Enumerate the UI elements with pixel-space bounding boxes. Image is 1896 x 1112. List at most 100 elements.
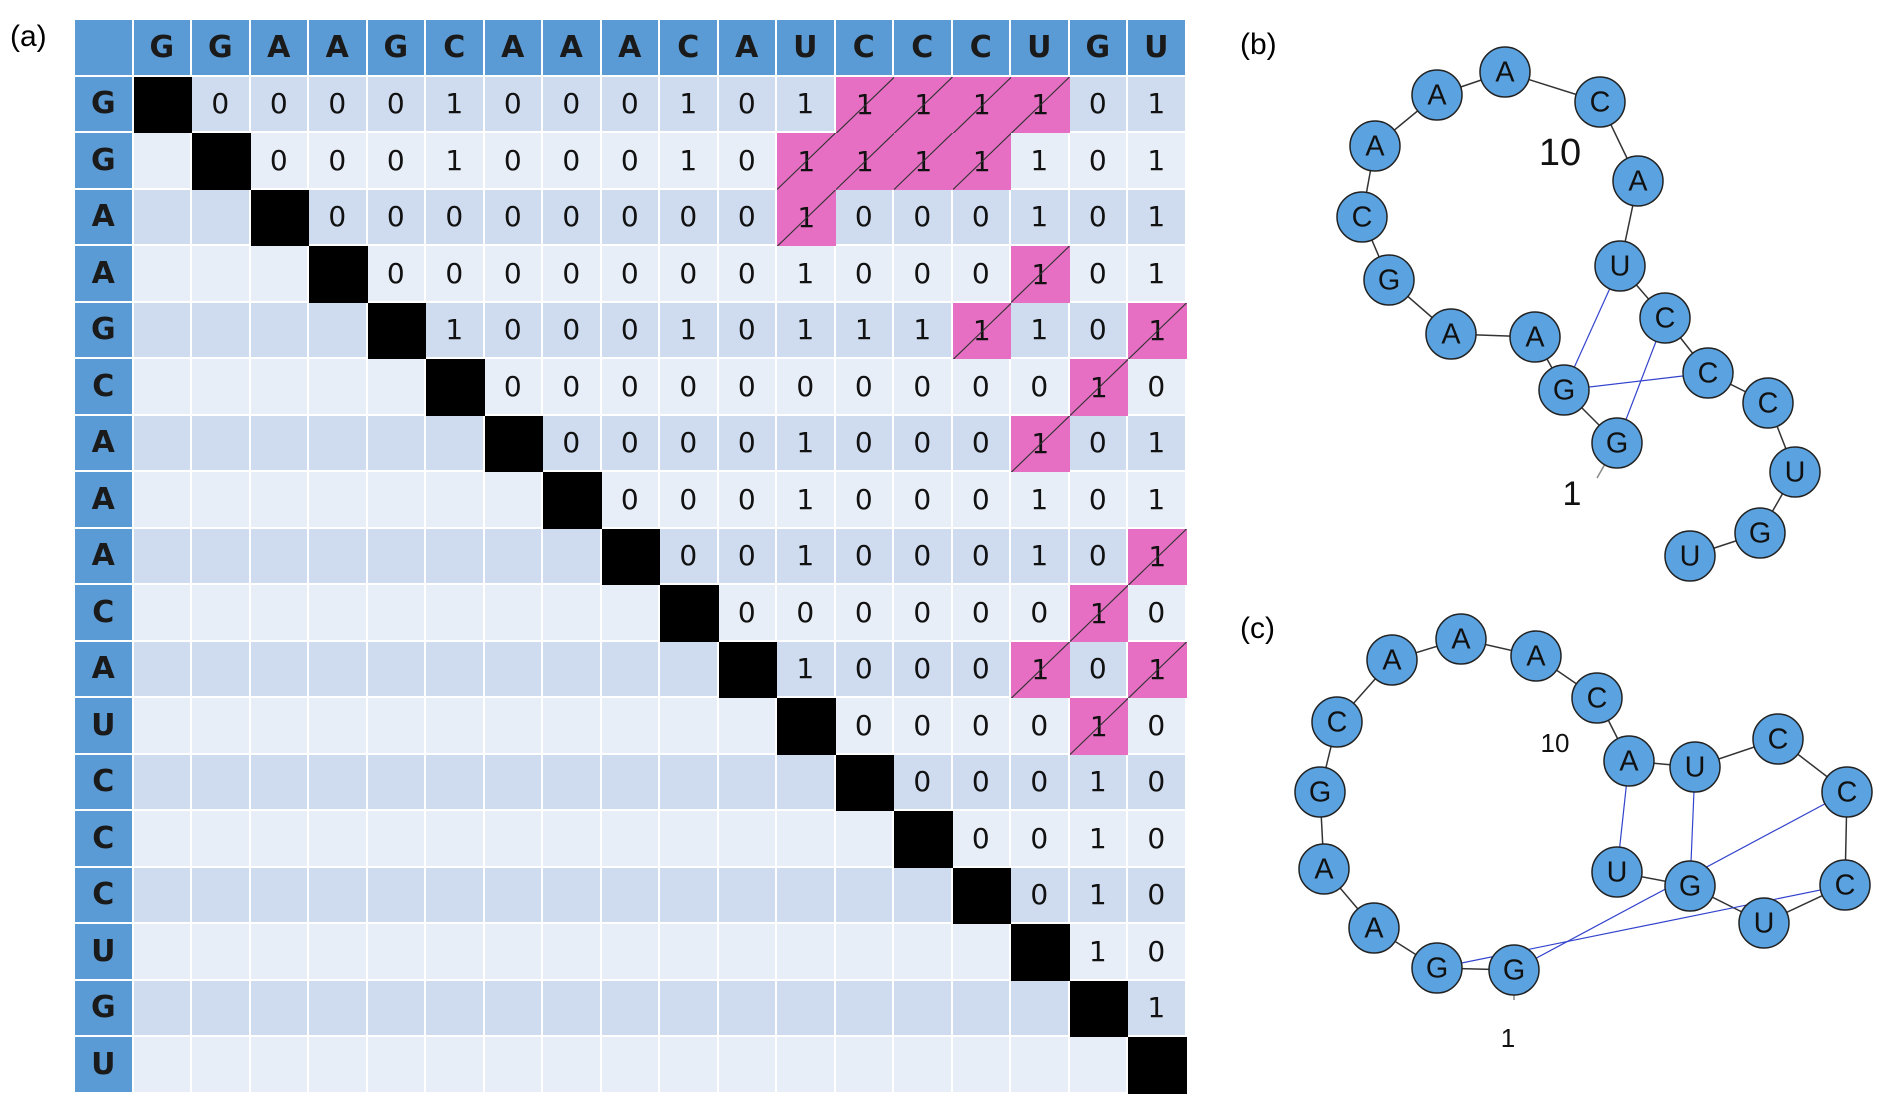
matrix-cell [894, 867, 953, 924]
matrix-cell [718, 867, 777, 924]
c-nucleotide-node [1298, 843, 1350, 895]
matrix-cell: 1 [1011, 528, 1070, 585]
b-nucleotide-label: G [1749, 518, 1771, 550]
column-header: C [660, 20, 719, 77]
matrix-cell [660, 811, 719, 868]
matrix-cell [484, 585, 543, 642]
c-nucleotide-label: A [1364, 913, 1384, 945]
c-nucleotide-node [1488, 944, 1540, 996]
matrix-cell: 0 [1011, 811, 1070, 868]
b-nucleotide-label: G [1606, 428, 1628, 460]
matrix-cell [250, 528, 309, 585]
matrix-cell [952, 1037, 1011, 1094]
matrix-cell: 0 [1128, 754, 1187, 811]
matrix-cell [426, 867, 485, 924]
matrix-cell: 0 [835, 189, 894, 246]
matrix-cell: 1 [426, 76, 485, 133]
matrix-cell [835, 980, 894, 1037]
matrix-cell [192, 585, 251, 642]
matrix-cell: 0 [660, 415, 719, 472]
column-header: A [601, 20, 660, 77]
matrix-cell: 0 [1069, 302, 1128, 359]
matrix-cell: 0 [192, 76, 251, 133]
matrix-cell: 0 [309, 76, 368, 133]
matrix-cell [543, 980, 602, 1037]
matrix-cell: 0 [484, 76, 543, 133]
matrix-cell: 0 [952, 359, 1011, 416]
matrix-cell [192, 811, 251, 868]
matrix-cell [484, 641, 543, 698]
matrix-cell: 0 [367, 133, 426, 190]
matrix-cell: 0 [718, 415, 777, 472]
c-nucleotide-label: G [1679, 871, 1701, 903]
c-nucleotide-node [1411, 942, 1463, 994]
diagonal-cell [484, 415, 543, 472]
matrix-cell: 0 [952, 246, 1011, 303]
matrix-cell [777, 924, 836, 981]
matrix-cell [367, 867, 426, 924]
matrix-cell [250, 1037, 309, 1094]
c-nucleotide-node [1510, 630, 1562, 682]
b-nucleotide-label: A [1427, 80, 1447, 112]
row-header: C [75, 359, 134, 416]
matrix-cell: 0 [718, 302, 777, 359]
matrix-cell [133, 924, 192, 981]
row-header: G [75, 76, 134, 133]
c-nucleotide-node [1591, 846, 1643, 898]
matrix-cell: 0 [543, 246, 602, 303]
matrix-cell [543, 867, 602, 924]
highlighted-cell: 1 [894, 133, 953, 190]
row-header: C [75, 754, 134, 811]
matrix-cell [718, 811, 777, 868]
b-nucleotide-label: G [1553, 375, 1575, 407]
matrix-cell [777, 811, 836, 868]
row-header: A [75, 472, 134, 529]
highlighted-cell: 1 [1069, 359, 1128, 416]
matrix-cell [894, 924, 953, 981]
matrix-cell: 1 [1128, 133, 1187, 190]
matrix-cell [309, 528, 368, 585]
matrix-cell [894, 1037, 953, 1094]
b-nucleotide-node [1639, 292, 1691, 344]
matrix-cell: 0 [718, 472, 777, 529]
c-nucleotide-node [1819, 859, 1871, 911]
matrix-cell: 0 [543, 359, 602, 416]
matrix-cell: 0 [1069, 472, 1128, 529]
column-header: C [835, 20, 894, 77]
c-nucleotide-label: G [1426, 953, 1448, 985]
diagonal-cell [543, 472, 602, 529]
matrix-cell [250, 359, 309, 416]
matrix-cell: 0 [426, 189, 485, 246]
b-nucleotide-node [1594, 240, 1646, 292]
matrix-cell [426, 754, 485, 811]
b-nucleotide-label: A [1441, 319, 1461, 351]
diagonal-cell [952, 867, 1011, 924]
matrix-cell [133, 811, 192, 868]
matrix-cell [835, 811, 894, 868]
b-nucleotide-label: U [1610, 251, 1631, 283]
matrix-cell [192, 415, 251, 472]
matrix-cell [894, 980, 953, 1037]
highlighted-cell: 1 [835, 133, 894, 190]
c-start-label: 1 [1501, 1023, 1515, 1053]
matrix-cell: 0 [601, 302, 660, 359]
matrix-cell [309, 359, 368, 416]
matrix-cell: 0 [1069, 133, 1128, 190]
matrix-cell: 0 [894, 472, 953, 529]
matrix-cell [484, 980, 543, 1037]
matrix-cell: 0 [1128, 867, 1187, 924]
matrix-cell [952, 980, 1011, 1037]
matrix-cell [367, 359, 426, 416]
matrix-cell: 0 [250, 133, 309, 190]
matrix-cell: 1 [1069, 924, 1128, 981]
c-nucleotide-node [1669, 741, 1721, 793]
c-nucleotide-label: C [1768, 724, 1789, 756]
matrix-cell [250, 980, 309, 1037]
c-position-10-label: 10 [1541, 728, 1570, 758]
matrix-cell [192, 867, 251, 924]
matrix-cell [309, 754, 368, 811]
b-nucleotide-node [1349, 120, 1401, 172]
highlighted-cell: 1 [1011, 76, 1070, 133]
diagonal-cell [367, 302, 426, 359]
matrix-cell: 1 [777, 472, 836, 529]
